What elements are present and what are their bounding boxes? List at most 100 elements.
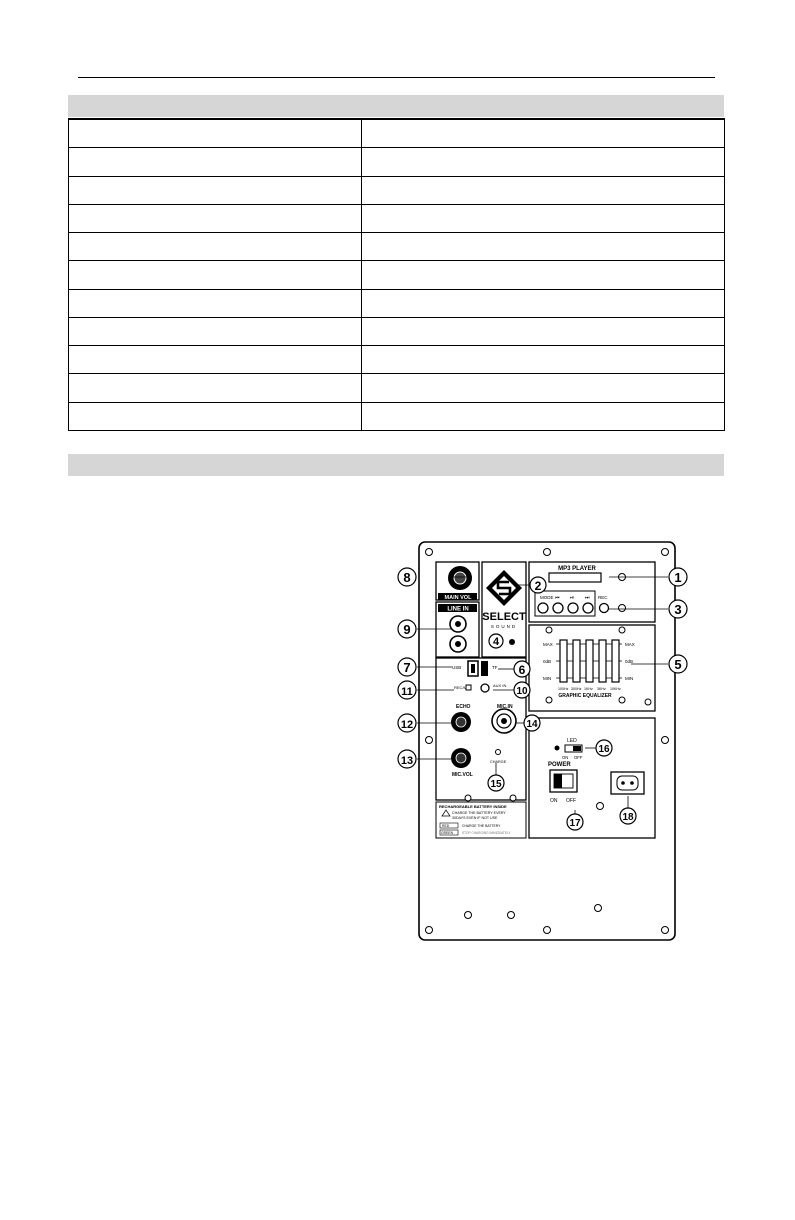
brand-sub: SOUND: [491, 624, 517, 629]
callout-9: 9: [397, 619, 417, 639]
eq-max-right: MAX: [625, 642, 635, 647]
tf-label: TF: [492, 665, 498, 670]
play-pause-icon: ⏯: [570, 595, 574, 601]
tf-slot[interactable]: [481, 661, 488, 676]
svg-text:14: 14: [526, 719, 538, 730]
red-note: CHARGE THE BATTERY: [462, 824, 501, 828]
eq-max-left: MAX: [543, 642, 553, 647]
power-on-label: ON: [550, 798, 558, 804]
spec-value-cell: [361, 260, 725, 290]
svg-text:13: 13: [401, 755, 413, 767]
spec-value-cell: [361, 316, 725, 347]
mp3-player-label: MP3 PLAYER: [558, 566, 596, 572]
charge-led: [495, 749, 501, 755]
spec-label-cell: [68, 260, 362, 290]
spec-row: [68, 203, 725, 234]
next-icon: ⏭: [585, 595, 590, 601]
eq-slider-3khz[interactable]: [598, 639, 607, 683]
battery-notice-3: 30DAYS EVEN IF NOT USE: [452, 816, 498, 820]
callout-leaders: [417, 576, 668, 814]
callout-7: 7: [397, 657, 417, 677]
mic-vol-label: MIC.VOL: [452, 772, 473, 778]
spec-row: [68, 401, 725, 432]
callout-18: 18: [619, 807, 637, 825]
svg-text:8: 8: [403, 570, 410, 585]
prev-button[interactable]: [552, 602, 564, 614]
eq-band-10khz: 10KHz: [610, 687, 621, 691]
spec-label-cell: [68, 203, 362, 234]
spec-row: [68, 260, 725, 290]
svg-text:2: 2: [535, 579, 542, 593]
spec-label-cell: [68, 147, 362, 177]
line-in-label: LINE IN: [447, 607, 468, 613]
input-box-screws: [464, 794, 517, 802]
mp3-display: [548, 572, 602, 583]
section-band-specifications: [68, 95, 724, 117]
svg-text:18: 18: [622, 812, 634, 823]
svg-text:3: 3: [674, 602, 681, 617]
eq-screws: [545, 626, 626, 704]
callout-15: 15: [487, 774, 505, 792]
svg-text:17: 17: [569, 818, 581, 829]
svg-text:7: 7: [403, 660, 410, 675]
eq-band-100hz: 100Hz: [558, 687, 569, 691]
next-button[interactable]: [582, 602, 594, 614]
mode-button[interactable]: [537, 602, 549, 614]
callout-13: 13: [397, 749, 417, 769]
ir-sensor: [509, 639, 515, 645]
warning-icon: [441, 809, 451, 817]
spec-row: [68, 175, 725, 205]
spec-row: [68, 316, 725, 347]
eq-zero-left: 0dB: [543, 659, 551, 664]
spec-value-cell: [361, 175, 725, 205]
green-note: STOP CHARGING IMMEDIATELY: [462, 831, 512, 835]
eq-band-3khz: 3KHz: [597, 687, 606, 691]
eq-band-300hz: 300Hz: [571, 687, 582, 691]
eq-slider-1khz[interactable]: [585, 639, 594, 683]
play-pause-button[interactable]: [567, 602, 579, 614]
spec-label-cell: [68, 232, 362, 262]
led-on-label: ON: [562, 755, 568, 760]
header-rule: [78, 77, 715, 78]
eq-slider-10khz[interactable]: [611, 639, 620, 683]
mic-in-label: MIC.IN: [497, 704, 513, 710]
spec-row: [68, 232, 725, 262]
power-label: POWER: [548, 762, 571, 768]
usb-label: USB: [452, 665, 461, 670]
rec-label: REC: [598, 595, 608, 600]
eq-slider-100hz[interactable]: [559, 639, 568, 683]
spec-row: [68, 288, 725, 318]
spec-row: [68, 373, 725, 403]
rear-panel-diagram: MAIN VOL LINE IN SELECT SOUND MP3 PLAYER…: [372, 530, 712, 950]
aux-in-jack[interactable]: [480, 683, 490, 693]
eq-min-right: MIN: [625, 676, 633, 681]
callout-11: 11: [397, 680, 417, 700]
eq-slider-300hz[interactable]: [572, 639, 581, 683]
select-sound-logo: [486, 570, 522, 606]
spec-row: [68, 147, 725, 177]
led-indicator: [554, 745, 560, 751]
spec-label-cell: [68, 345, 362, 375]
echo-label: ECHO: [456, 704, 471, 710]
callout-17: 17: [566, 813, 584, 831]
spec-value-cell: [361, 345, 725, 375]
callout-markers: 1 2 3 4 5 6 7 8 9 10 11 12 13 14 15 16 1…: [397, 567, 688, 831]
svg-text:15: 15: [490, 779, 502, 790]
mp3-lower-screw: [618, 604, 626, 612]
power-off-label: OFF: [566, 798, 576, 804]
spec-label-cell: [68, 288, 362, 318]
green-label: GREEN: [441, 831, 454, 835]
spec-row: [68, 118, 725, 149]
section-band-panel: [68, 454, 724, 476]
rec-button[interactable]: [598, 602, 610, 614]
lower-screws: [464, 904, 602, 919]
power-box-screw: [596, 802, 604, 810]
plate-screws: [425, 548, 669, 934]
callout-8: 8: [397, 567, 417, 587]
callout-12: 12: [397, 713, 417, 733]
svg-text:1: 1: [674, 570, 681, 585]
led-off-label: OFF: [574, 755, 583, 760]
svg-text:4: 4: [493, 636, 500, 648]
svg-text:10: 10: [516, 686, 528, 697]
spec-value-cell: [361, 232, 725, 262]
